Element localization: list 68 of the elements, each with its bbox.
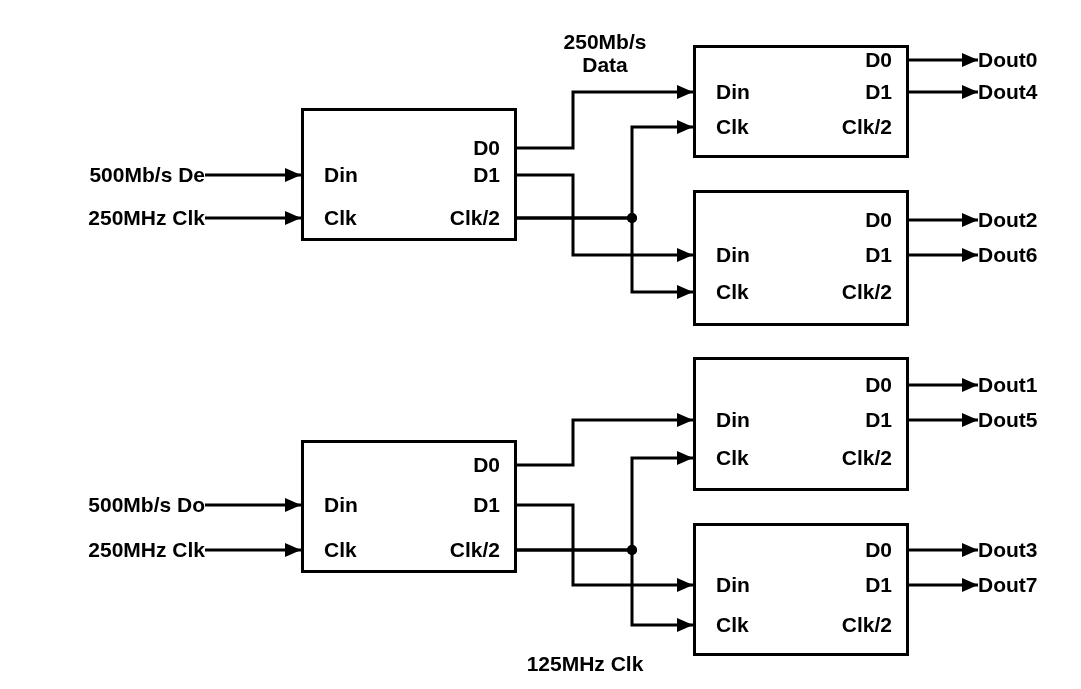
demux-block [693, 190, 909, 326]
pin-label: Clk/2 [449, 538, 500, 562]
pin-label: Din [716, 80, 750, 104]
output-signal-label: Dout6 [978, 243, 1038, 267]
demux-block [693, 45, 909, 158]
signal-arrow [909, 378, 978, 392]
signal-arrow [909, 578, 978, 592]
signal-arrow [205, 498, 301, 512]
pin-label: Clk/2 [841, 280, 892, 304]
pin-label: Din [716, 243, 750, 267]
signal-annotation: 125MHz Clk [525, 652, 645, 675]
demux-block [301, 440, 517, 573]
pin-label: Din [716, 573, 750, 597]
signal-arrow [517, 413, 693, 467]
pin-label: D1 [865, 243, 892, 267]
pin-label: D1 [473, 163, 500, 187]
output-signal-label: Dout7 [978, 573, 1038, 597]
demux-block [693, 357, 909, 491]
output-signal-label: Dout3 [978, 538, 1038, 562]
output-signal-label: Dout4 [978, 80, 1038, 104]
signal-arrow [909, 248, 978, 262]
input-signal-label: 500Mb/s Do [88, 493, 205, 517]
signal-arrow [909, 53, 978, 67]
signal-annotation: 250Mb/s Data [562, 30, 648, 76]
pin-label: Clk [716, 446, 749, 470]
input-signal-label: 250MHz Clk [88, 206, 205, 230]
pin-label: D0 [865, 48, 892, 72]
pin-label: D1 [865, 408, 892, 432]
pin-label: Clk/2 [449, 206, 500, 230]
signal-arrow [205, 211, 301, 225]
signal-arrow [517, 173, 693, 262]
pin-label: Din [324, 163, 358, 187]
pin-label: Clk [716, 613, 749, 637]
signal-arrow [517, 216, 693, 299]
input-signal-label: 250MHz Clk [88, 538, 205, 562]
signal-arrow [517, 85, 693, 150]
pin-label: D0 [865, 538, 892, 562]
pin-label: D1 [865, 573, 892, 597]
pin-label: D0 [865, 208, 892, 232]
output-signal-label: Dout0 [978, 48, 1038, 72]
signal-arrow [909, 543, 978, 557]
pin-label: D0 [865, 373, 892, 397]
signal-arrow [205, 543, 301, 557]
pin-label: D1 [473, 493, 500, 517]
pin-label: Clk [716, 280, 749, 304]
pin-label: Clk/2 [841, 115, 892, 139]
demux-block [301, 108, 517, 241]
pin-label: Clk [324, 206, 357, 230]
output-signal-label: Dout2 [978, 208, 1038, 232]
pin-label: Clk [324, 538, 357, 562]
pin-label: Din [716, 408, 750, 432]
signal-arrow [909, 85, 978, 99]
signal-arrow [517, 503, 693, 592]
input-signal-label: 500Mb/s De [89, 163, 205, 187]
output-signal-label: Dout5 [978, 408, 1038, 432]
pin-label: Clk/2 [841, 446, 892, 470]
pin-label: Din [324, 493, 358, 517]
pin-label: Clk [716, 115, 749, 139]
pin-label: Clk/2 [841, 613, 892, 637]
demux-block [693, 523, 909, 656]
signal-arrow [517, 548, 693, 632]
signal-arrow [909, 413, 978, 427]
pin-label: D0 [473, 453, 500, 477]
output-signal-label: Dout1 [978, 373, 1038, 397]
signal-arrow [909, 213, 978, 227]
pin-label: D0 [473, 136, 500, 160]
signal-arrow [205, 168, 301, 182]
pin-label: D1 [865, 80, 892, 104]
